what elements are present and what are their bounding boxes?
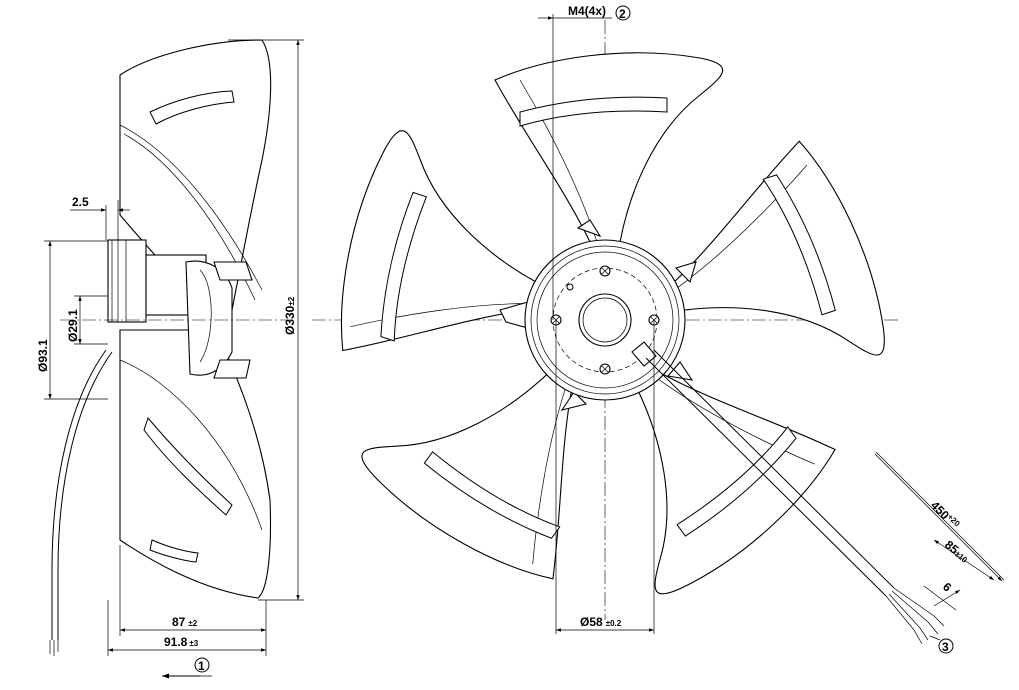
label-screw-spec: M4(4x) bbox=[568, 4, 606, 18]
dim-bolt-circle: Ø58 bbox=[580, 615, 603, 629]
dim-bolt-circle-tol: ±0.2 bbox=[606, 619, 622, 628]
svg-text:87±2: 87±2 bbox=[172, 615, 198, 629]
callout-cable-wires: 3 bbox=[942, 640, 949, 654]
svg-text:Ø330±2: Ø330±2 bbox=[283, 296, 297, 335]
side-view: 2.5 Ø93.1 Ø29.1 Ø330±2 87±2 91.8±3 bbox=[36, 39, 304, 679]
callout-view-direction: 1 bbox=[198, 659, 205, 673]
screw-icon bbox=[599, 363, 611, 375]
front-cable bbox=[645, 357, 887, 597]
dim-bore-dia: Ø29.1 bbox=[66, 309, 80, 342]
dim-depth-1-tol: ±2 bbox=[188, 619, 197, 628]
cable-gland bbox=[631, 341, 657, 367]
svg-text:Ø58±0.2: Ø58±0.2 bbox=[580, 615, 622, 629]
dim-depth-1: 87 bbox=[172, 615, 186, 629]
side-lower-blade bbox=[119, 329, 272, 599]
svg-text:91.8±3: 91.8±3 bbox=[164, 635, 199, 649]
callout-circle-2 bbox=[615, 5, 631, 21]
callout-circle-3 bbox=[938, 638, 954, 654]
dim-blade-offset: 2.5 bbox=[72, 195, 89, 209]
cable-wires bbox=[885, 587, 945, 645]
front-view: M4(4x) 2 Ø58±0.2 450+20 85±10 6 3 bbox=[312, 4, 1005, 654]
fan-blade bbox=[494, 52, 724, 243]
side-lower-slot bbox=[143, 416, 233, 516]
callout-circle-1 bbox=[194, 657, 210, 673]
dim-overall-dia: Ø330 bbox=[283, 305, 297, 335]
side-upper-slot bbox=[149, 90, 235, 125]
screw-icon bbox=[599, 265, 611, 277]
side-cable bbox=[51, 349, 107, 640]
dim-wire-end: 6 bbox=[940, 580, 954, 595]
side-motor-body bbox=[107, 239, 147, 323]
svg-text:85±10: 85±10 bbox=[942, 538, 972, 566]
fan-blade bbox=[316, 124, 568, 402]
svg-text:450+20: 450+20 bbox=[928, 498, 962, 532]
callout-mounting-screws: 2 bbox=[619, 7, 626, 21]
dim-depth-2: 91.8 bbox=[164, 635, 188, 649]
dim-hub-dia: Ø93.1 bbox=[36, 339, 50, 372]
dim-overall-dia-tol: ±2 bbox=[287, 296, 296, 305]
dim-depth-2-tol: ±3 bbox=[189, 639, 198, 648]
